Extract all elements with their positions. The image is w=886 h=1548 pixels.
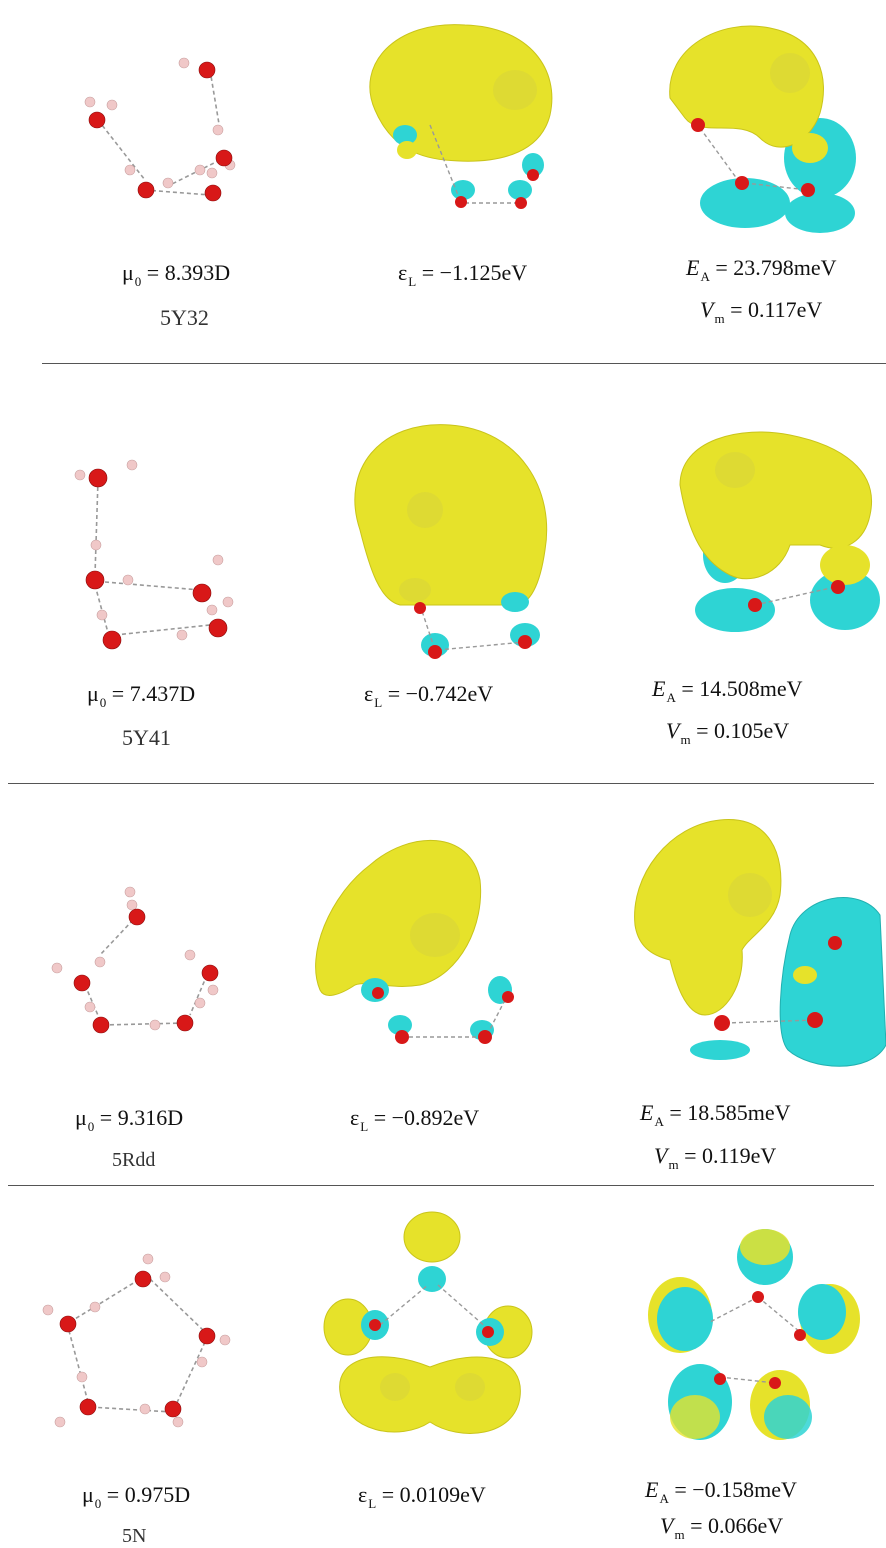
lumo-energy-label: εL = −0.742eV <box>364 681 494 710</box>
dipole-label: μ0 = 9.316D <box>75 1105 184 1134</box>
row-5N: μ0 = 0.975D 5N εL = 0.0109eV EA = −0.158… <box>0 1187 886 1547</box>
row-divider <box>42 363 886 364</box>
row-5Rdd: μ0 = 9.316D 5Rdd εL = −0.892eV EA = 18.5… <box>0 785 886 1187</box>
dipole-label: μ0 = 8.393D <box>122 260 231 289</box>
molecule-5Y32 <box>84 57 236 202</box>
row-5Y32: μ0 = 8.393D 5Y32 εL = −1.125eV EA = 23.7… <box>0 0 886 365</box>
vm-energy-label: Vm = 0.105eV <box>666 718 790 747</box>
lumo-isosurface-5N <box>323 1211 533 1434</box>
molecule-5Rdd <box>51 886 219 1034</box>
vm-energy-label: Vm = 0.066eV <box>660 1513 784 1542</box>
vm-energy-label: Vm = 0.117eV <box>700 297 823 326</box>
attachment-energy-label: EA = 14.508meV <box>652 676 803 705</box>
lumo-energy-label: εL = −1.125eV <box>398 260 528 289</box>
structure-name: 5Rdd <box>112 1149 156 1171</box>
row-divider <box>8 783 874 784</box>
lumo-energy-label: εL = 0.0109eV <box>358 1482 486 1511</box>
structure-name: 5Y41 <box>122 725 171 750</box>
row-5Y41: μ0 = 7.437D 5Y41 εL = −0.742eV EA = 14.5… <box>0 365 886 785</box>
ea-isosurface-5Rdd <box>634 819 886 1067</box>
attachment-energy-label: EA = 23.798meV <box>686 255 837 284</box>
molecule-5N <box>42 1253 231 1428</box>
ea-isosurface-5N <box>648 1229 860 1440</box>
dipole-label: μ0 = 7.437D <box>87 681 196 710</box>
attachment-energy-label: EA = −0.158meV <box>645 1477 797 1506</box>
vm-energy-label: Vm = 0.119eV <box>654 1143 777 1172</box>
lumo-energy-label: εL = −0.892eV <box>350 1105 480 1134</box>
lumo-isosurface-5Y41 <box>354 424 548 659</box>
row-divider <box>8 1185 874 1186</box>
structure-name: 5N <box>122 1525 147 1547</box>
structure-name: 5Y32 <box>160 305 209 330</box>
attachment-energy-label: EA = 18.585meV <box>640 1100 791 1129</box>
ea-isosurface-5Y41 <box>679 431 880 632</box>
ea-isosurface-5Y32 <box>669 25 856 233</box>
dipole-label: μ0 = 0.975D <box>82 1482 191 1511</box>
molecule-5Y41 <box>74 459 234 650</box>
lumo-isosurface-5Y32 <box>369 24 553 209</box>
lumo-isosurface-5Rdd <box>315 839 514 1044</box>
